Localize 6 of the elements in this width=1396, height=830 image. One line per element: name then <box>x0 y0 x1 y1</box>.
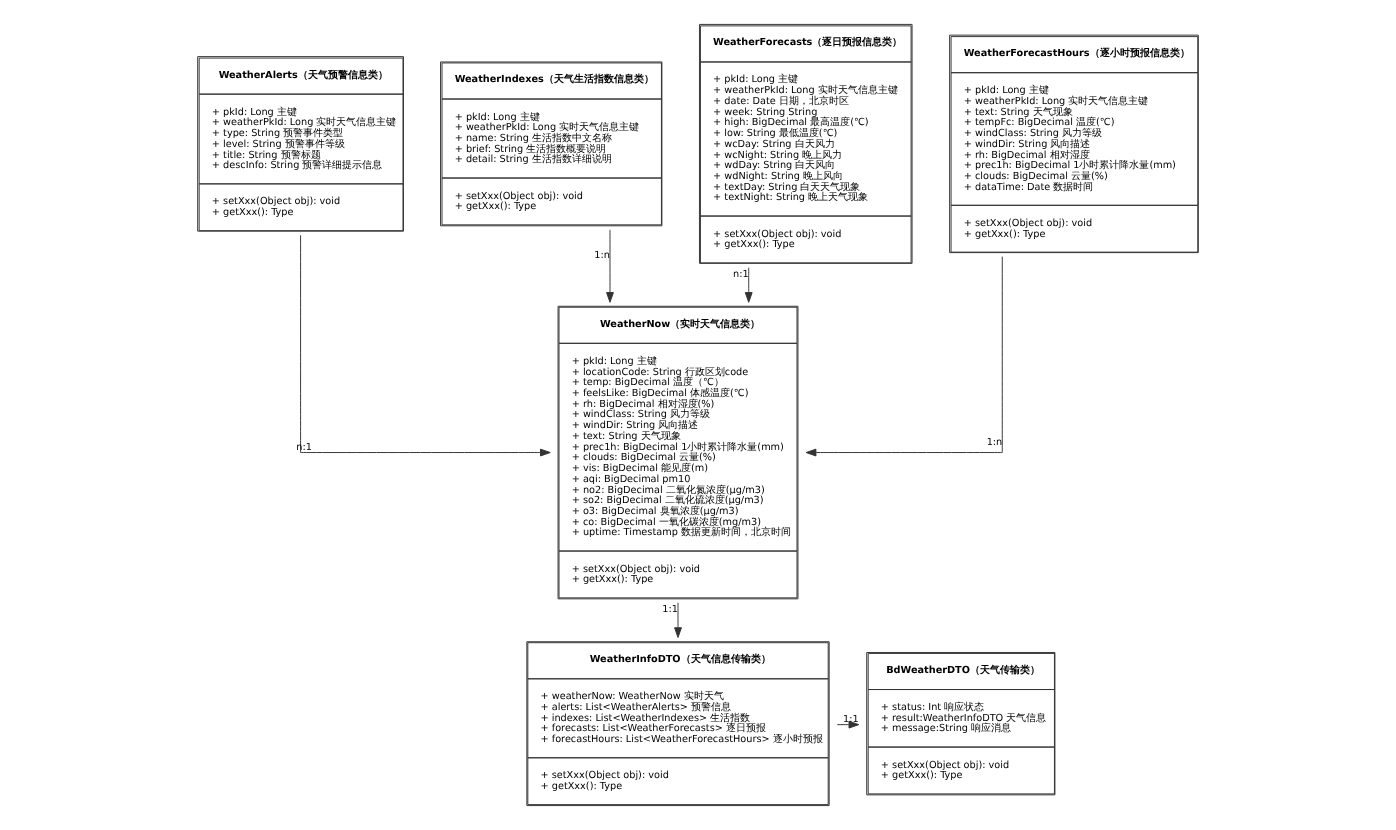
arrow <box>606 229 614 303</box>
arrow <box>836 720 860 729</box>
arrow <box>674 602 682 638</box>
arrow <box>805 256 1003 457</box>
arrow <box>744 267 753 303</box>
arrow <box>300 234 551 457</box>
